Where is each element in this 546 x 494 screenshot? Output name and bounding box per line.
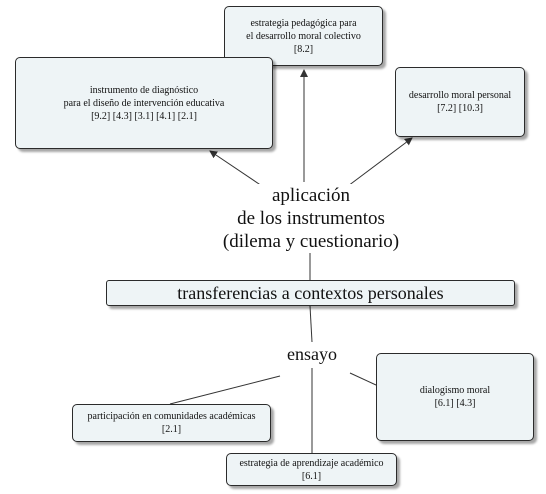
node-text-line: estrategia pedagógica para — [250, 17, 357, 29]
node-text-line: participación en comunidades académicas — [87, 411, 256, 422]
node-text-line: [9.2] [4.3] [3.1] [4.1] [2.1] — [91, 110, 197, 122]
node-text-line: [7.2] [10.3] — [437, 103, 483, 114]
node-text-line: [6.1] [4.3] — [434, 398, 476, 409]
node-moral-dialogism[interactable]: dialogismo moral [6.1] [4.3] — [376, 353, 534, 441]
node-text-line: el desarrollo moral colectivo — [246, 30, 361, 42]
arrow-to-personal — [347, 137, 413, 187]
node-transfer-personal-contexts[interactable]: transferencias a contextos personales — [106, 280, 515, 306]
node-collective-moral-strategy[interactable]: estrategia pedagógica para el desarrollo… — [224, 6, 383, 66]
node-instrument-application[interactable]: aplicación de los instrumentos (dilema y… — [218, 184, 404, 253]
node-text-line: de los instrumentos — [237, 208, 385, 229]
node-text-line: dialogismo moral — [419, 385, 491, 396]
node-text-line: [6.1] — [301, 470, 322, 482]
node-text-line: instrumento de diagnóstico — [89, 84, 199, 96]
node-diagnostic-instrument[interactable]: instrumento de diagnóstico para el diseñ… — [15, 57, 273, 149]
node-text-line: para el diseño de intervención educativa — [63, 97, 225, 109]
node-essay[interactable]: ensayo — [276, 343, 348, 365]
node-text-line: (dilema y cuestionario) — [222, 231, 400, 252]
node-text-line: ensayo — [287, 344, 337, 364]
link-essay-community — [169, 375, 281, 405]
node-personal-moral-development[interactable]: desarrollo moral personal [7.2] [10.3] — [395, 67, 525, 137]
link-essay-moral-dialogue — [349, 372, 377, 386]
node-text-line: [2.1] — [161, 424, 182, 435]
node-text-line: desarrollo moral personal — [408, 90, 512, 101]
node-text-line: [8.2] — [293, 43, 314, 55]
node-text-line: estrategia de aprendizaje académico — [239, 457, 384, 469]
link-transfer-essay — [309, 305, 313, 343]
arrow-to-diagnostic — [209, 150, 263, 187]
node-text-line: transferencias a contextos personales — [177, 283, 444, 303]
node-academic-learning-strategy[interactable]: estrategia de aprendizaje académico [6.1… — [226, 453, 397, 486]
node-text-line: aplicación — [271, 185, 351, 206]
node-academic-community-participation[interactable]: participación en comunidades académicas … — [72, 404, 271, 442]
